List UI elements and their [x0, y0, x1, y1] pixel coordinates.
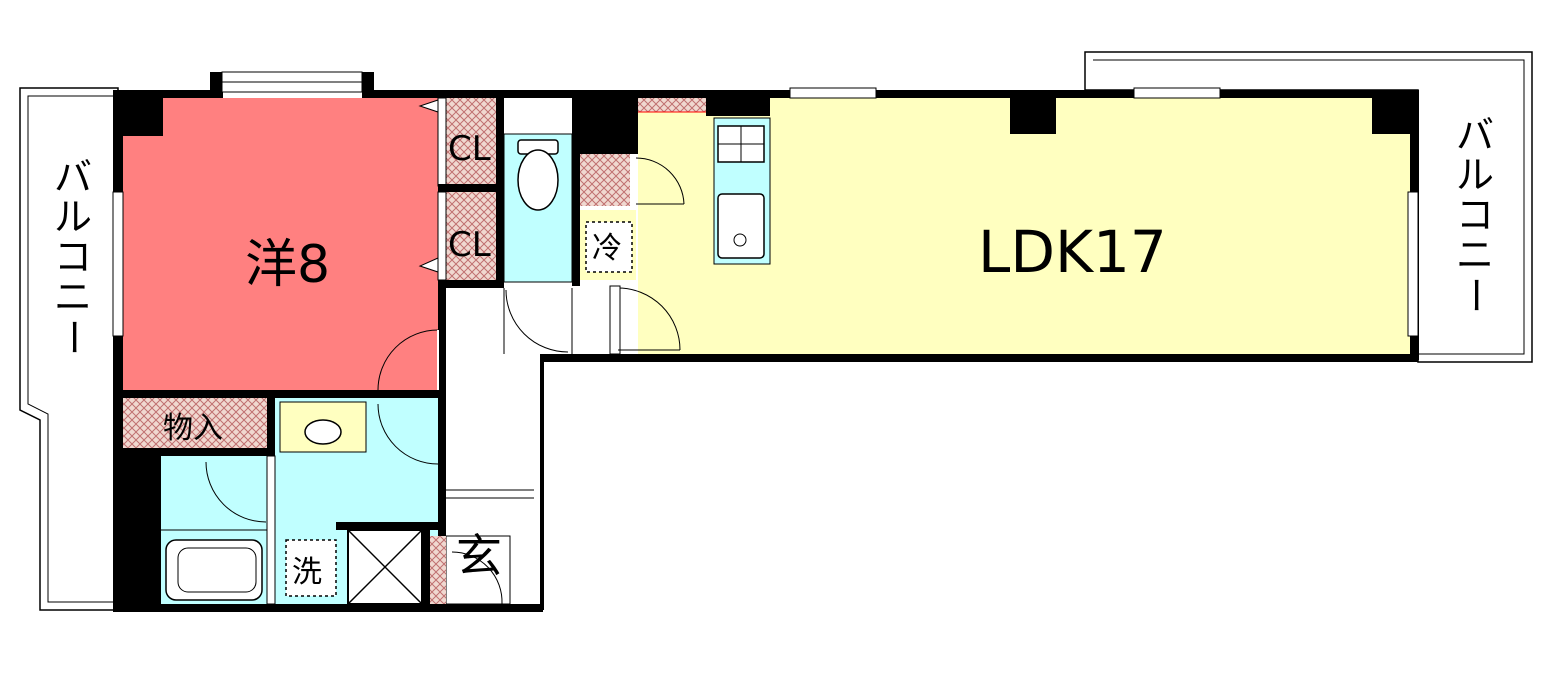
svg-text:ル: ル [1456, 153, 1494, 197]
label-closet-lower: CL [448, 225, 491, 265]
western-room [123, 98, 438, 390]
label-ldk: LDK17 [978, 218, 1167, 286]
label-western: 洋8 [245, 235, 330, 295]
label-closet-upper: CL [448, 129, 491, 169]
label-entrance: 玄 [456, 529, 502, 583]
label-storage: 物入 [163, 411, 223, 446]
kitchen-sink-icon [717, 193, 765, 259]
label-washer: 洗 [292, 555, 322, 590]
svg-text:コ: コ [1456, 193, 1494, 237]
sink-icon [279, 401, 367, 453]
label-refrigerator: 冷 [592, 231, 622, 266]
svg-text:ル: ル [54, 195, 92, 239]
label-balcony-left: バ ル コ ニ ー [51, 155, 95, 356]
stove-icon [717, 125, 765, 163]
bathtub-icon [165, 539, 263, 601]
closet-lower [446, 192, 496, 280]
entrance [445, 535, 511, 605]
svg-text:ニ: ニ [1456, 233, 1494, 277]
storage-hatch-kitchen [580, 154, 630, 206]
svg-text:バ: バ [54, 155, 92, 199]
closet-upper [446, 98, 496, 184]
svg-text:バ: バ [1456, 113, 1494, 157]
storage-room [123, 398, 267, 448]
svg-text:ー: ー [51, 318, 95, 356]
svg-text:コ: コ [54, 235, 92, 279]
svg-text:ー: ー [1453, 276, 1497, 314]
label-balcony-right: バ ル コ ニ ー [1453, 113, 1497, 314]
svg-text:ニ: ニ [54, 275, 92, 319]
toilet-icon [517, 139, 559, 211]
left-balcony [19, 87, 119, 611]
